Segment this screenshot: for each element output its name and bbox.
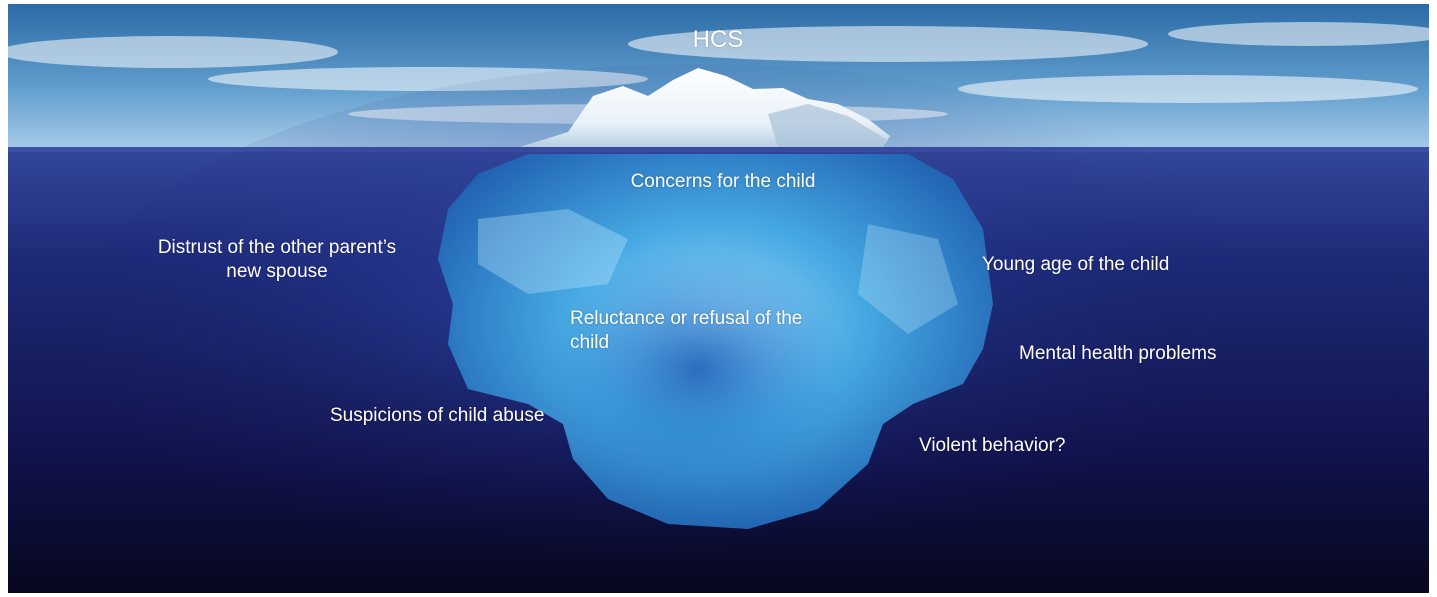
label-reluctance-line-1: Reluctance or refusal of the: [570, 308, 803, 329]
label-distrust-line-1: Distrust of the other parent’s: [157, 237, 397, 258]
ice-inner-shadow: [548, 249, 848, 489]
iceberg-tip-shade: [768, 104, 886, 147]
label-suspicions-abuse: Suspicions of child abuse: [330, 405, 545, 426]
label-reluctance-refusal: Reluctance or refusal of the child: [570, 307, 802, 355]
label-distrust-new-spouse: Distrust of the other parent’s new spous…: [112, 236, 442, 284]
iceberg-illustration: [8, 4, 1429, 593]
label-distrust-line-2: new spouse: [226, 261, 328, 282]
label-young-age: Young age of the child: [982, 254, 1170, 275]
label-violent-behavior: Violent behavior?: [919, 435, 1066, 456]
iceberg-diagram: HCS Concerns for the child Distrust of t…: [8, 4, 1429, 593]
label-mental-health: Mental health problems: [1019, 343, 1217, 364]
label-reluctance-line-2: child: [570, 332, 610, 353]
ice-highlight-2: [858, 224, 958, 334]
ice-highlight: [478, 209, 628, 294]
diagram-title: HCS: [692, 26, 744, 53]
label-concerns-for-child: Concerns for the child: [630, 171, 816, 192]
